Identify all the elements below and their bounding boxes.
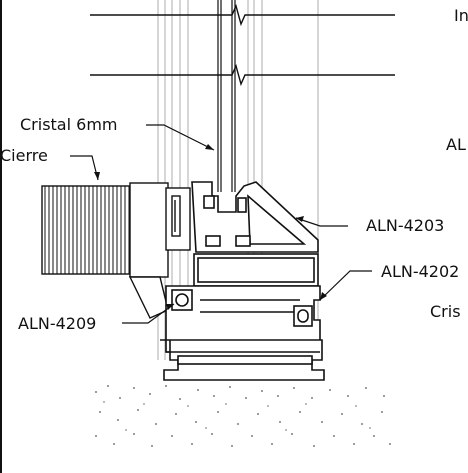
glass-pane — [217, 0, 236, 192]
closure-handle — [41, 182, 191, 319]
label-cristal: Cristal 6mm — [20, 115, 118, 134]
label-cierre: Cierre — [0, 146, 48, 165]
aluminium-profile — [160, 181, 325, 381]
arrowheads — [94, 144, 327, 310]
label-aln-4209: ALN-4209 — [18, 314, 96, 333]
label-aln-4202: ALN-4202 — [381, 262, 459, 281]
break-lines — [90, 3, 395, 87]
label-clipped-top-right: In — [454, 6, 468, 25]
leader-lines — [70, 124, 372, 324]
concrete-base — [95, 385, 391, 447]
label-aln-4203: ALN-4203 — [366, 216, 444, 235]
label-clipped-mid-right: AL — [446, 135, 466, 154]
label-clipped-lower-right: Cris — [430, 302, 461, 321]
